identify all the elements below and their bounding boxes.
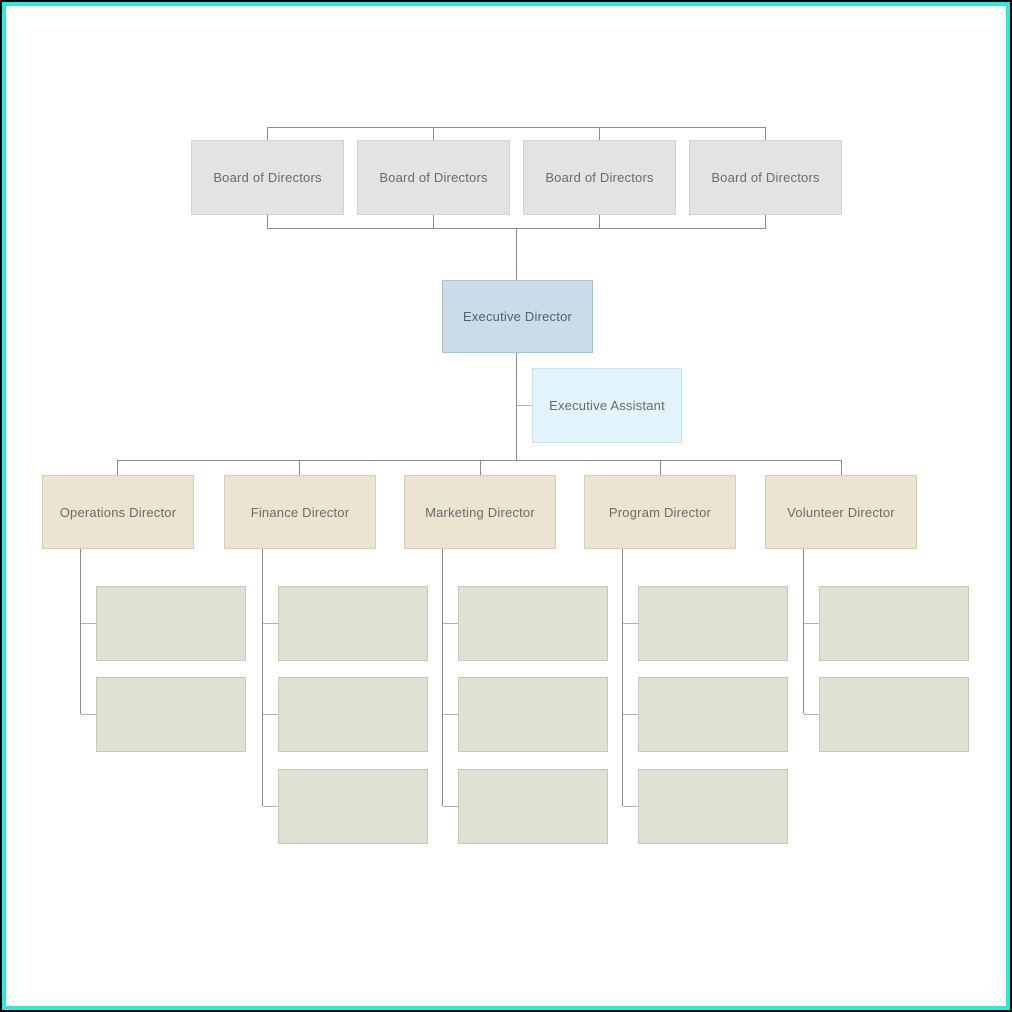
connector-board-bottom-stub [433, 215, 434, 228]
connector-report-stub [443, 623, 458, 624]
finance-director-label: Finance Director [250, 504, 350, 520]
marketing-director-box: Marketing Director [404, 475, 556, 549]
operations-director-label: Operations Director [59, 504, 177, 520]
connector-trunk-lower [516, 353, 517, 461]
connector-board-bottom-stub [765, 215, 766, 228]
empty-report-box [638, 769, 788, 844]
connector-report-stub [81, 714, 96, 715]
connector-director-stub [841, 460, 842, 475]
board-of-directors-label: Board of Directors [213, 170, 322, 185]
connector-report-stub [443, 806, 458, 807]
board-of-directors-label: Board of Directors [545, 170, 654, 185]
empty-report-box [819, 677, 969, 752]
executive-assistant-label: Executive Assistant [549, 398, 665, 413]
empty-report-box [638, 677, 788, 752]
connector-report-drop [80, 549, 81, 714]
program-director-label: Program Director [608, 504, 712, 520]
connector-report-stub [804, 623, 819, 624]
connector-director-stub [299, 460, 300, 475]
volunteer-director-label: Volunteer Director [787, 504, 895, 520]
connector-report-drop [803, 549, 804, 714]
empty-report-box [96, 677, 246, 752]
empty-report-box [278, 769, 428, 844]
empty-report-box [638, 586, 788, 661]
board-of-directors-label: Board of Directors [711, 170, 820, 185]
connector-report-stub [263, 806, 278, 807]
program-director-box: Program Director [584, 475, 736, 549]
connector-report-stub [623, 806, 638, 807]
connector-report-stub [81, 623, 96, 624]
connector-trunk-upper [516, 228, 517, 280]
connector-report-drop [442, 549, 443, 806]
connector-assistant-stub [517, 405, 532, 406]
connector-board-bottom-stub [267, 215, 268, 228]
connector-board-top-stub [433, 127, 434, 140]
empty-report-box [278, 677, 428, 752]
connector-report-stub [263, 714, 278, 715]
connector-board-top-stub [267, 127, 268, 140]
board-of-directors-box-4: Board of Directors [689, 140, 842, 215]
empty-report-box [458, 586, 608, 661]
empty-report-box [819, 586, 969, 661]
connector-board-bottom-stub [599, 215, 600, 228]
connector-board-top-stub [599, 127, 600, 140]
connector-report-drop [622, 549, 623, 806]
empty-report-box [96, 586, 246, 661]
executive-director-box: Executive Director [442, 280, 593, 353]
connector-directors-line [117, 460, 842, 461]
board-of-directors-box-3: Board of Directors [523, 140, 676, 215]
board-of-directors-box-1: Board of Directors [191, 140, 344, 215]
connector-board-top-stub [765, 127, 766, 140]
connector-director-stub [480, 460, 481, 475]
board-of-directors-box-2: Board of Directors [357, 140, 510, 215]
empty-report-box [278, 586, 428, 661]
executive-director-label: Executive Director [462, 309, 573, 324]
connector-report-drop [262, 549, 263, 806]
connector-director-stub [660, 460, 661, 475]
empty-report-box [458, 677, 608, 752]
connector-report-stub [623, 714, 638, 715]
connector-report-stub [443, 714, 458, 715]
connector-director-stub [117, 460, 118, 475]
executive-assistant-box: Executive Assistant [532, 368, 682, 443]
connector-report-stub [263, 623, 278, 624]
operations-director-box: Operations Director [42, 475, 194, 549]
connector-report-stub [804, 714, 819, 715]
finance-director-box: Finance Director [224, 475, 376, 549]
connector-report-stub [623, 623, 638, 624]
volunteer-director-box: Volunteer Director [765, 475, 917, 549]
board-of-directors-label: Board of Directors [379, 170, 488, 185]
connector-board-top-line [267, 127, 766, 128]
marketing-director-label: Marketing Director [425, 504, 535, 520]
empty-report-box [458, 769, 608, 844]
